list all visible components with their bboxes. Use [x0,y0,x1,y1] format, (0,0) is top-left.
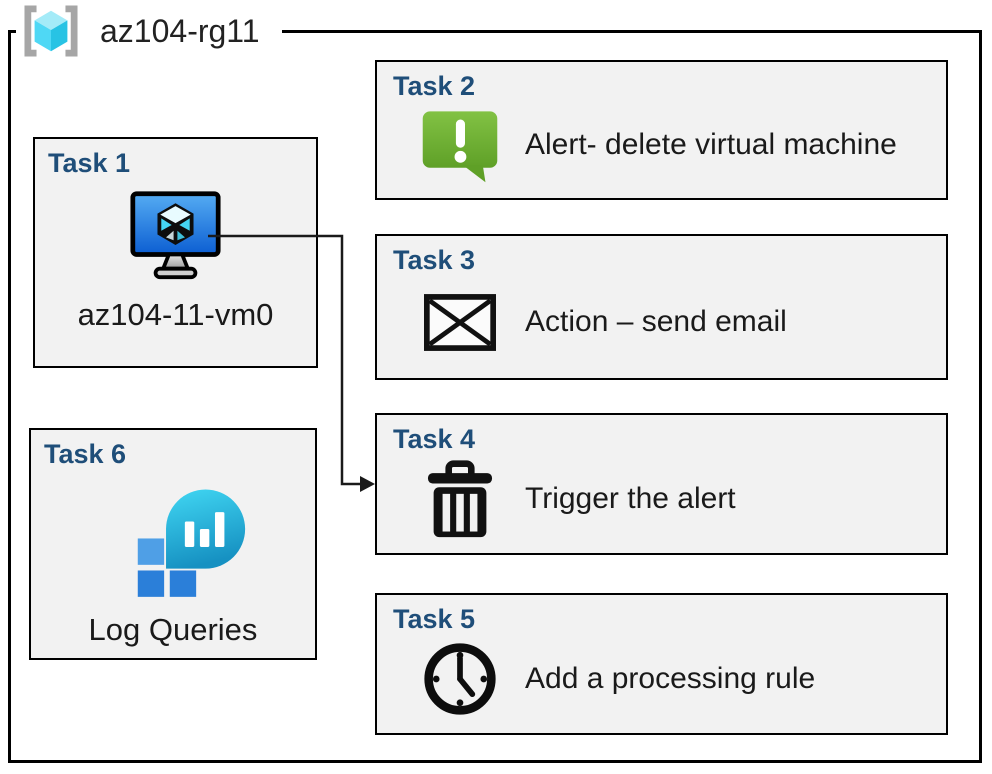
resource-group-icon [20,4,82,58]
task-2-box: Task 2 Alert- delete virtual machine [375,60,948,200]
resource-group-name: az104-rg11 [100,12,260,49]
vm-name-label: az104-11-vm0 [77,297,274,333]
task-6-title: Task 6 [44,439,127,469]
log-queries-icon [65,480,315,612]
resource-group-header: az104-rg11 [16,2,282,60]
clock-icon [419,641,501,717]
task-2-title: Task 2 [393,71,476,101]
task-3-title: Task 3 [393,245,476,275]
log-queries-label: Log Queries [88,612,258,648]
task-4-title: Task 4 [393,424,476,454]
task-5-title: Task 5 [393,604,476,634]
virtual-machine-icon [35,189,316,281]
trash-icon [419,459,501,540]
task-1-box: Task 1 az104-11-vm0 [33,137,318,368]
task-5-box: Task 5 Add a processing rule [375,593,948,735]
email-icon [419,293,501,351]
task-6-box: Task 6 Log Queries [29,428,317,660]
task-5-label: Add a processing rule [525,662,816,696]
task-3-box: Task 3 Action – send email [375,234,948,380]
task-4-box: Task 4 Trigger the alert [375,413,948,555]
task-2-label: Alert- delete virtual machine [525,128,897,162]
alert-icon [419,105,501,185]
task-3-label: Action – send email [525,305,787,339]
task-4-label: Trigger the alert [525,482,736,516]
task-1-title: Task 1 [48,148,131,178]
